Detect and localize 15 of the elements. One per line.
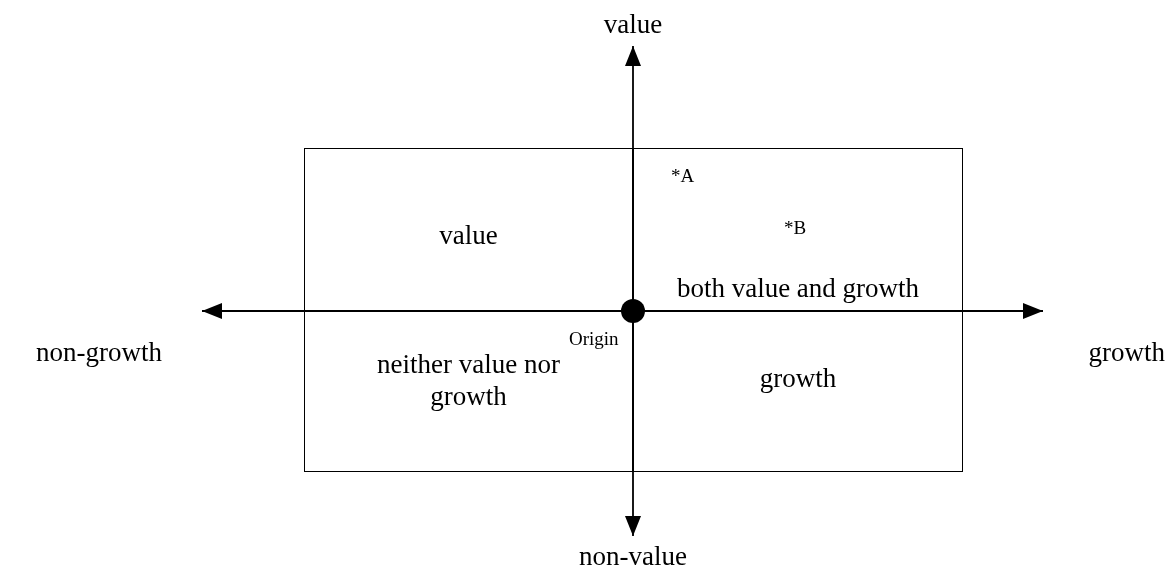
point-label: Origin	[569, 328, 619, 350]
axis-label: non-value	[579, 539, 687, 573]
quadrant-box	[304, 311, 633, 472]
axis-label: growth	[1088, 335, 1165, 368]
quadrant-box	[633, 148, 963, 311]
quadrant-label: growth	[759, 362, 837, 395]
quadrant-label: neither value nor growth	[376, 348, 561, 413]
quadrant-label: value	[439, 219, 498, 252]
quadrant-box	[633, 311, 963, 472]
quadrant-box	[304, 148, 633, 311]
axis-label: value	[603, 7, 663, 41]
axis-label: non-growth	[36, 335, 162, 368]
point-label: *B	[784, 217, 807, 239]
quadrant-label: both value and growth	[676, 271, 920, 304]
point-label: *A	[671, 165, 695, 187]
